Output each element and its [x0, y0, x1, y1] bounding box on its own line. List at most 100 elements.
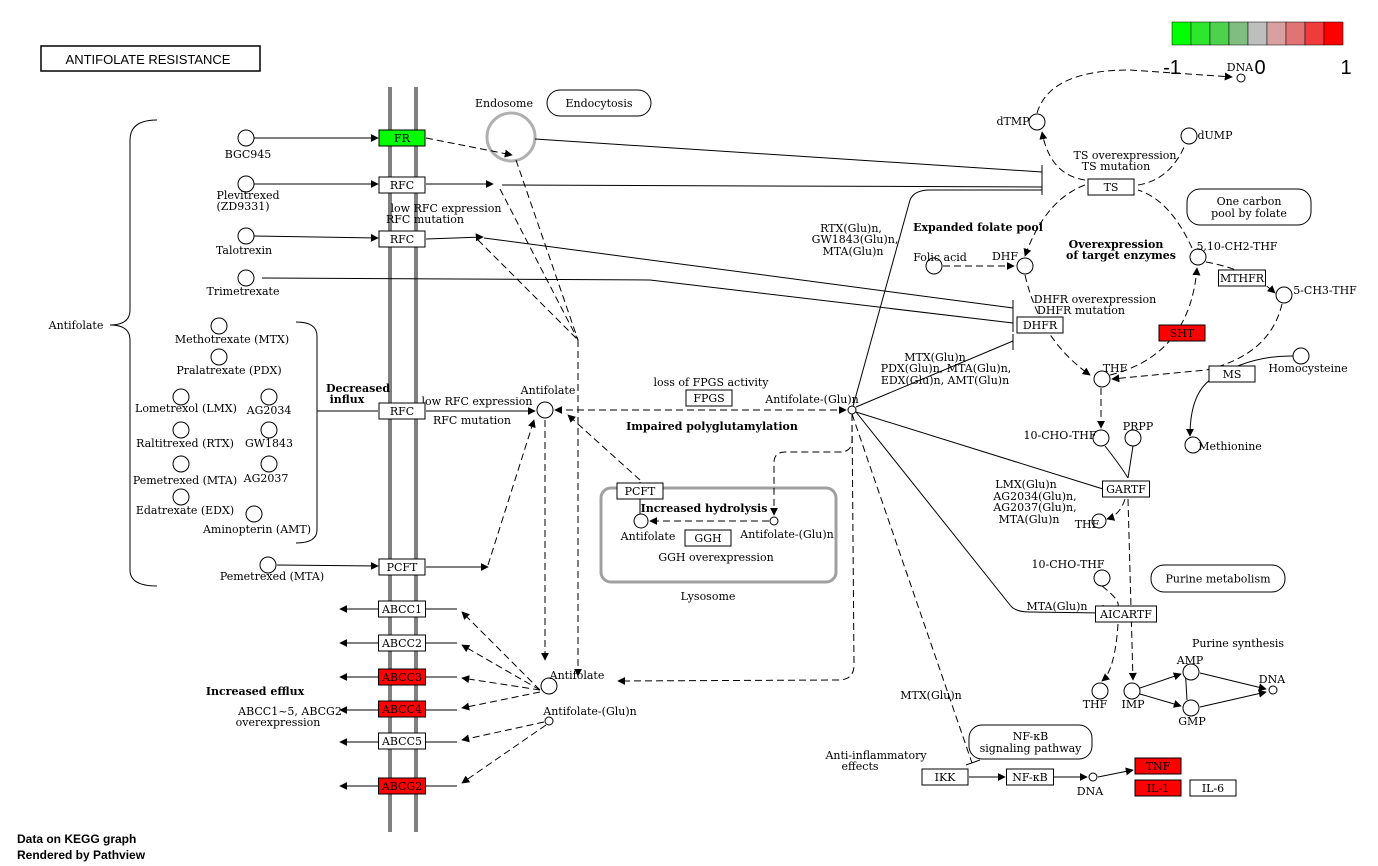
- gene-box[interactable]: [1208, 365, 1256, 383]
- gene-box[interactable]: [1134, 779, 1182, 797]
- map-link[interactable]: Purine metabolism: [1150, 564, 1286, 593]
- compound-node: Antifolate-(Glu)n: [764, 393, 859, 415]
- gene-node[interactable]: ABCC3: [378, 668, 426, 686]
- gene-label: IKK: [935, 771, 957, 784]
- gene-box[interactable]: [1189, 779, 1237, 797]
- gene-node[interactable]: TS: [1087, 178, 1135, 196]
- gene-label: DHFR: [1023, 319, 1058, 332]
- gene-box[interactable]: [1087, 178, 1135, 196]
- compound-label: Antifolate: [520, 384, 576, 397]
- gene-box[interactable]: [378, 402, 426, 420]
- gene-node[interactable]: MTHFR: [1218, 269, 1266, 287]
- compound-node: Antifolate-(Glu)n: [739, 516, 834, 541]
- gene-node[interactable]: RFC: [378, 176, 426, 194]
- gene-box[interactable]: [378, 668, 426, 686]
- gene-node[interactable]: ABCC1: [378, 600, 426, 618]
- annotation-label: RTX(Glu)n,: [820, 222, 882, 235]
- compound-label: Lometrexol (LMX): [135, 402, 237, 415]
- gene-box[interactable]: [1016, 316, 1064, 334]
- bold-annotation-label: Decreased: [326, 382, 390, 395]
- compound-label: DHF: [992, 250, 1018, 263]
- compound-circle: [544, 716, 554, 726]
- gene-box[interactable]: [1095, 605, 1157, 623]
- compound-circle: [1184, 436, 1202, 454]
- compound-label: PRPP: [1123, 420, 1154, 433]
- gene-node[interactable]: RFC: [378, 402, 426, 420]
- gene-label: IL-1: [1147, 782, 1169, 795]
- gene-node[interactable]: TNF: [1134, 757, 1182, 775]
- gene-node[interactable]: ABCC5: [378, 732, 426, 750]
- bold-annotation-label: of target enzymes: [1066, 249, 1176, 262]
- gene-box[interactable]: [378, 700, 426, 718]
- gene-box[interactable]: [684, 529, 732, 547]
- compound-circle: [172, 455, 190, 473]
- gene-box[interactable]: [378, 600, 426, 618]
- map-box[interactable]: [968, 724, 1093, 760]
- compound-label: Folic acid: [913, 251, 967, 264]
- compound-node: Antifolate: [540, 669, 604, 695]
- compound-node: Homocysteine: [1268, 347, 1348, 375]
- page-title: ANTIFOLATE RESISTANCE: [66, 52, 231, 67]
- gene-node[interactable]: IKK: [921, 768, 969, 786]
- gene-node[interactable]: FPGS: [685, 389, 733, 407]
- gene-box[interactable]: [378, 732, 426, 750]
- gene-node[interactable]: ABCG2: [378, 777, 426, 795]
- gene-node[interactable]: ABCC4: [378, 700, 426, 718]
- compound-label: Trimetrexate: [207, 285, 280, 298]
- compound-node: dUMP: [1180, 127, 1233, 145]
- map-label-line2: pool by folate: [1211, 207, 1287, 220]
- compound-label: Antifolate-(Glu)n: [739, 528, 833, 541]
- gene-box[interactable]: [378, 129, 426, 147]
- gene-node[interactable]: GGH: [684, 529, 732, 547]
- compound-node: GW1843: [245, 421, 293, 450]
- gene-node[interactable]: PCFT: [378, 558, 426, 576]
- gene-box[interactable]: [378, 558, 426, 576]
- gene-box[interactable]: [378, 634, 426, 652]
- title-box: ANTIFOLATE RESISTANCE: [40, 45, 261, 72]
- gene-node[interactable]: DHFR: [1016, 316, 1064, 334]
- gene-box[interactable]: [685, 389, 733, 407]
- gene-node[interactable]: ABCC2: [378, 634, 426, 652]
- gene-box[interactable]: [1158, 324, 1206, 342]
- gene-node[interactable]: NF-κB: [1006, 768, 1054, 786]
- gene-label: RFC: [390, 179, 414, 192]
- compound-label: Homocysteine: [1268, 362, 1347, 375]
- compound-node: DNA: [1259, 673, 1286, 695]
- gene-node[interactable]: IL-1: [1134, 779, 1182, 797]
- compound-label: Antifolate: [620, 530, 676, 543]
- compound-node: AG2034: [246, 388, 291, 417]
- gene-node[interactable]: GARTF: [1102, 480, 1150, 498]
- gene-node[interactable]: AICARTF: [1095, 605, 1157, 623]
- gene-box[interactable]: [616, 482, 664, 500]
- gene-node[interactable]: PCFT: [616, 482, 664, 500]
- gene-node[interactable]: RFC: [378, 230, 426, 248]
- compound-circle: [1182, 663, 1200, 681]
- gene-node[interactable]: MS: [1208, 365, 1256, 383]
- gene-box[interactable]: [1134, 757, 1182, 775]
- compound-circle: [1016, 257, 1034, 275]
- compound-nodes: BGC945Plevitrexed(ZD9331)TalotrexinTrime…: [133, 61, 1357, 798]
- gene-box[interactable]: [378, 176, 426, 194]
- bold-annotation-label: Expanded folate pool: [913, 221, 1043, 234]
- map-box[interactable]: [1186, 188, 1312, 226]
- gene-node[interactable]: IL-6: [1189, 779, 1237, 797]
- gene-box[interactable]: [378, 230, 426, 248]
- map-box[interactable]: [546, 89, 652, 117]
- gene-node[interactable]: SHT: [1158, 324, 1206, 342]
- legend-swatch: [1285, 21, 1306, 46]
- annotation-label: TS mutation: [1082, 160, 1151, 173]
- gene-box[interactable]: [1006, 768, 1054, 786]
- gene-box[interactable]: [378, 777, 426, 795]
- group-bracket: [295, 321, 318, 544]
- gene-box[interactable]: [1218, 269, 1266, 287]
- map-box[interactable]: [1150, 564, 1286, 593]
- gene-box[interactable]: [921, 768, 969, 786]
- gene-node[interactable]: FR: [378, 129, 426, 147]
- compound-node: Methionine: [1184, 436, 1262, 454]
- map-link[interactable]: Endocytosis: [546, 89, 652, 117]
- gene-box[interactable]: [1102, 480, 1150, 498]
